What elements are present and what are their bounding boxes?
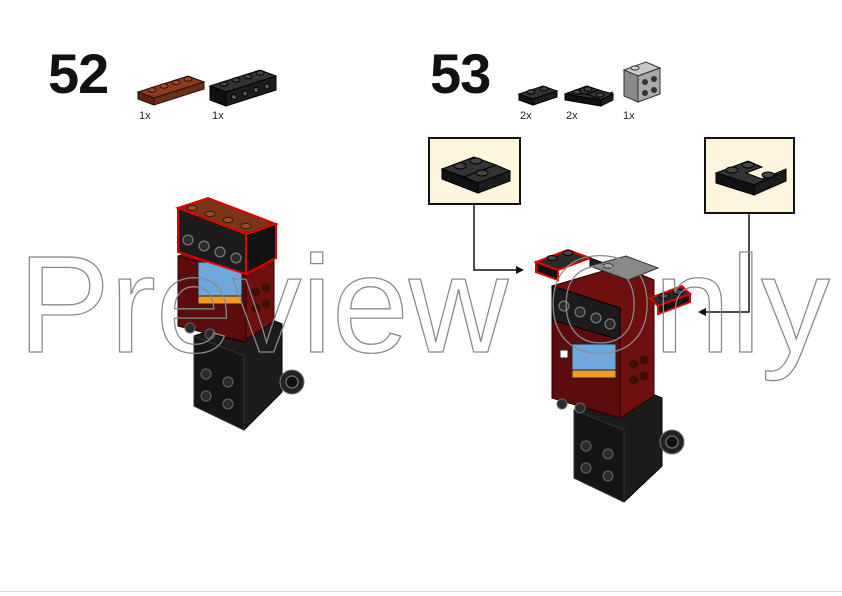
qty-label: 1x (139, 110, 151, 122)
step-number-52: 52 (48, 42, 109, 105)
black-plate-2x2-corner-icon (440, 156, 512, 194)
qty-label: 2x (520, 110, 532, 122)
qty-label: 1x (623, 110, 635, 122)
watermark-text: Preview Only (18, 228, 830, 382)
brown-plate-1x4-icon (136, 75, 206, 106)
black-plate-1x2-icon (517, 85, 559, 106)
page-divider (0, 591, 842, 592)
qty-label: 1x (212, 110, 224, 122)
black-plate-2x2-corner-icon (714, 160, 787, 196)
step-52-model (175, 196, 305, 431)
callout-box-right (704, 137, 795, 214)
black-brick-1x4-side-studs-icon (208, 69, 278, 107)
step-number-53: 53 (430, 42, 491, 105)
black-plate-2x2-corner-icon (563, 85, 615, 107)
qty-label: 2x (566, 110, 578, 122)
callout-box-left (428, 137, 521, 205)
step-53-model (533, 248, 692, 503)
grey-bracket-1x2-2x2-icon (622, 61, 662, 103)
preview-only-watermark: Preview Only (17, 227, 830, 382)
